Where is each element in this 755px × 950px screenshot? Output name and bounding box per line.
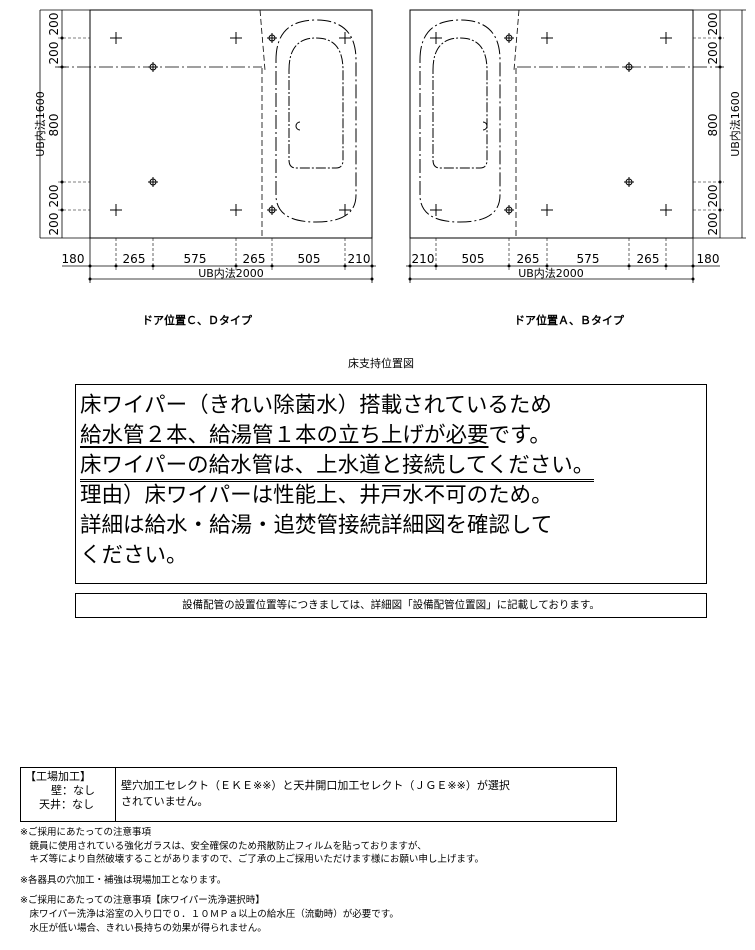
caution-line: 鏡員に使用されている強化ガラスは、安全確保のため飛散防止フィルムを貼っております… (20, 840, 427, 852)
right-dim-h-3: 265 (517, 252, 540, 266)
left-dim-h-1: 180 (62, 252, 85, 266)
notice-line-2-rest: です。 (488, 423, 551, 448)
right-dim-v-3: 800 (706, 114, 720, 137)
right-dim-v-4: 200 (706, 185, 720, 208)
factory-processing-text: 壁穴加工セレクト（ＥＫＥ※※）と天井開口加工セレクト（ＪＧＥ※※）が選択 されて… (121, 778, 510, 810)
left-dim-v-3: 800 (47, 114, 61, 137)
right-dim-h-5: 265 (637, 252, 660, 266)
left-dim-v-5: 200 (47, 213, 61, 236)
factory-text-1: 壁穴加工セレクト（ＥＫＥ※※）と天井開口加工セレクト（ＪＧＥ※※）が選択 (121, 779, 510, 792)
notice-line-6: ください。 (80, 543, 188, 568)
left-dim-h-4: 265 (243, 252, 266, 266)
left-dim-h-6: 210 (348, 252, 371, 266)
left-dim-v-1: 200 (47, 13, 61, 36)
notice-line-1: 床ワイパー（きれい除菌水）搭載されているため (80, 393, 552, 418)
caution-line: ※ご採用にあたっての注意事項【床ワイパー洗浄選択時】 (20, 895, 265, 907)
notice-line-3: 床ワイパーの給水管は、上水道と接続してください。 (80, 451, 702, 482)
right-ub-width-label: UB内法2000 (518, 266, 584, 280)
caution-line: キズ等により自然破壊することがありますので、ご了承の上ご採用いただけます様にお願… (20, 854, 484, 866)
left-floor-plan: 200 200 800 200 200 UB内法1600 180 265 575… (33, 9, 376, 283)
caution-spacer (20, 887, 484, 894)
caution-line: ※ご採用にあたっての注意事項 (20, 827, 151, 838)
caution-line: 床ワイパー洗浄は浴室の入り口で０．１０ＭＰａ以上の給水圧（流動時）が必要です。 (20, 908, 399, 920)
right-dim-h-1: 210 (412, 252, 435, 266)
right-floor-plan: 200 200 800 200 200 UB内法1600 210 505 265… (406, 9, 746, 283)
figure-title: 床支持位置図 (348, 357, 414, 370)
right-dim-h-6: 180 (697, 252, 720, 266)
caution-spacer (20, 867, 484, 874)
notice-line-2-underlined: 給水管２本、給湯管１本の立ち上げが必要 (80, 423, 489, 448)
floor-support-diagrams: 200 200 800 200 200 UB内法1600 180 265 575… (33, 9, 746, 283)
left-ub-width-label: UB内法2000 (198, 266, 264, 280)
factory-title: 【工場加工】 (25, 770, 91, 783)
right-diagram-caption: ドア位置Ａ、Ｂタイプ (514, 314, 624, 327)
notice-line-3-text: 床ワイパーの給水管は、上水道と接続してください。 (80, 453, 595, 482)
right-dim-v-1: 200 (706, 13, 720, 36)
left-ub-height-label: UB内法1600 (33, 91, 47, 157)
caution-line: ※各器具の穴加工・補強は現場加工となります。 (20, 874, 227, 886)
left-dim-v-4: 200 (47, 185, 61, 208)
right-dim-h-2: 505 (462, 252, 485, 266)
factory-text-2: されていません。 (121, 795, 209, 808)
right-dim-h-4: 575 (577, 252, 600, 266)
notice-line-5: 詳細は給水・給湯・追焚管接続詳細図を確認して (80, 513, 553, 538)
right-dim-v-2: 200 (706, 42, 720, 65)
notice-line-4: 理由）床ワイパーは性能上、井戸水不可のため。 (80, 483, 553, 508)
left-dim-h-3: 575 (184, 252, 207, 266)
cautions-list: ※ご採用にあたっての注意事項 鏡員に使用されている強化ガラスは、安全確保のため飛… (20, 826, 484, 935)
factory-ceiling: 天井：なし (39, 798, 94, 811)
right-dim-v-5: 200 (706, 213, 720, 236)
left-diagram-caption: ドア位置Ｃ、Ｄタイプ (142, 314, 252, 327)
piping-reference-note: 設備配管の設置位置等につきましては、詳細図「設備配管位置図」に記載しております。 (75, 593, 707, 618)
left-dim-h-2: 265 (123, 252, 146, 266)
caution-line: 水圧が低い場合、きれい長持ちの効果が得られません。 (20, 922, 267, 934)
factory-processing-label: 【工場加工】 壁：なし 天井：なし (21, 768, 116, 821)
left-dim-v-2: 200 (47, 42, 61, 65)
floor-wiper-notice: 床ワイパー（きれい除菌水）搭載されているため 給水管２本、給湯管１本の立ち上げが… (75, 384, 707, 584)
right-ub-height-label: UB内法1600 (728, 91, 742, 157)
left-dim-h-5: 505 (298, 252, 321, 266)
factory-processing-box: 【工場加工】 壁：なし 天井：なし 壁穴加工セレクト（ＥＫＥ※※）と天井開口加工… (20, 767, 617, 822)
factory-wall: 壁：なし (51, 784, 95, 797)
notice-line-2: 給水管２本、給湯管１本の立ち上げが必要です。 (80, 421, 702, 451)
